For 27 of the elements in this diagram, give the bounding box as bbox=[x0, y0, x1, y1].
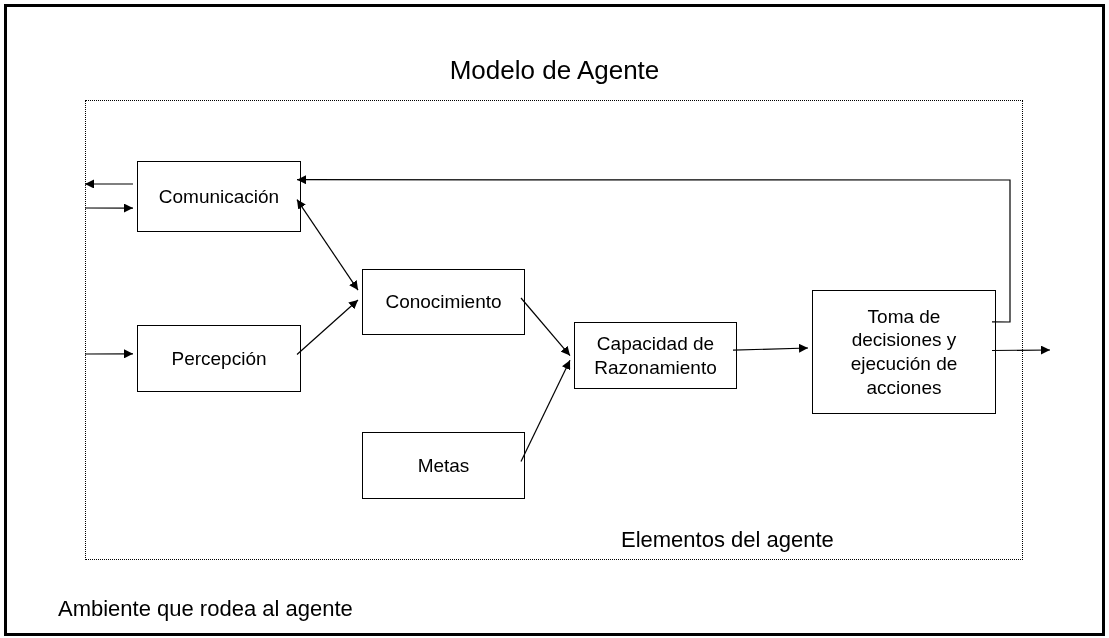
box-label: Capacidad de Razonamiento bbox=[593, 331, 718, 380]
box-label: Percepción bbox=[171, 346, 267, 371]
arrow bbox=[296, 199, 359, 291]
arrow bbox=[84, 349, 134, 359]
process-box bbox=[137, 325, 301, 392]
arrow bbox=[84, 203, 134, 213]
box-label: Metas bbox=[417, 453, 470, 478]
process-box bbox=[362, 269, 525, 335]
arrow bbox=[732, 343, 809, 353]
process-box bbox=[137, 161, 301, 232]
process-box bbox=[812, 290, 996, 414]
process-box bbox=[362, 432, 525, 499]
arrow bbox=[84, 179, 134, 189]
region-label: Elementos del agente bbox=[621, 526, 834, 554]
arrow bbox=[296, 175, 1011, 323]
process-box bbox=[574, 322, 737, 389]
arrow bbox=[520, 359, 571, 463]
region-label: Ambiente que rodea al agente bbox=[58, 595, 353, 623]
environment-frame bbox=[4, 4, 1105, 636]
box-label: Toma de decisiones y ejecución de acciones bbox=[849, 304, 959, 400]
diagram-title: Modelo de Agente bbox=[448, 55, 661, 86]
box-label: Conocimiento bbox=[385, 290, 502, 314]
arrow bbox=[520, 297, 571, 357]
arrow bbox=[991, 345, 1051, 355]
arrow bbox=[296, 299, 359, 356]
box-label: Comunicación bbox=[158, 184, 280, 209]
agent-boundary bbox=[85, 100, 1023, 560]
